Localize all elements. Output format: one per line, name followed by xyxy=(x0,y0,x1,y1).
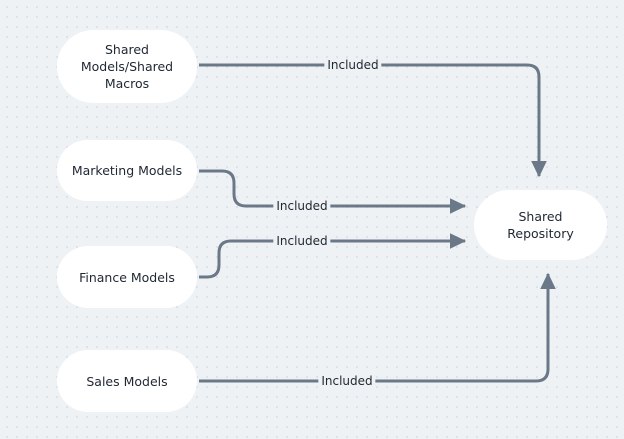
node-sales-models[interactable]: Sales Models xyxy=(57,350,197,412)
node-marketing-models[interactable]: Marketing Models xyxy=(57,140,197,201)
node-finance-models[interactable]: Finance Models xyxy=(57,246,197,308)
edge-shared-models-to-repository[interactable] xyxy=(199,63,547,178)
node-label-sales-models: Sales Models xyxy=(86,373,168,389)
node-shared-repository[interactable]: Shared Repository xyxy=(474,190,607,260)
edge-label-edge-sales-models-to-repository: Included xyxy=(318,374,376,388)
node-label-marketing-models: Marketing Models xyxy=(71,163,183,178)
edge-label-edge-shared-models-to-repository: Included xyxy=(324,58,382,72)
edge-label-edge-finance-models-to-repository: Included xyxy=(273,234,331,248)
node-label-shared-repository: Shared Repository xyxy=(507,209,574,241)
edge-sales-models-to-repository[interactable] xyxy=(199,272,556,383)
node-shared-models-shared-macros[interactable]: Shared Models/Shared Macros xyxy=(57,30,197,103)
edge-label-edge-marketing-models-to-repository: Included xyxy=(273,199,331,213)
edge-finance-models-to-repository[interactable] xyxy=(199,233,467,279)
node-label-shared-models-shared-macros: Shared Models/Shared Macros xyxy=(80,42,174,91)
edge-marketing-models-to-repository[interactable] xyxy=(199,169,467,214)
node-label-finance-models: Finance Models xyxy=(79,269,175,285)
